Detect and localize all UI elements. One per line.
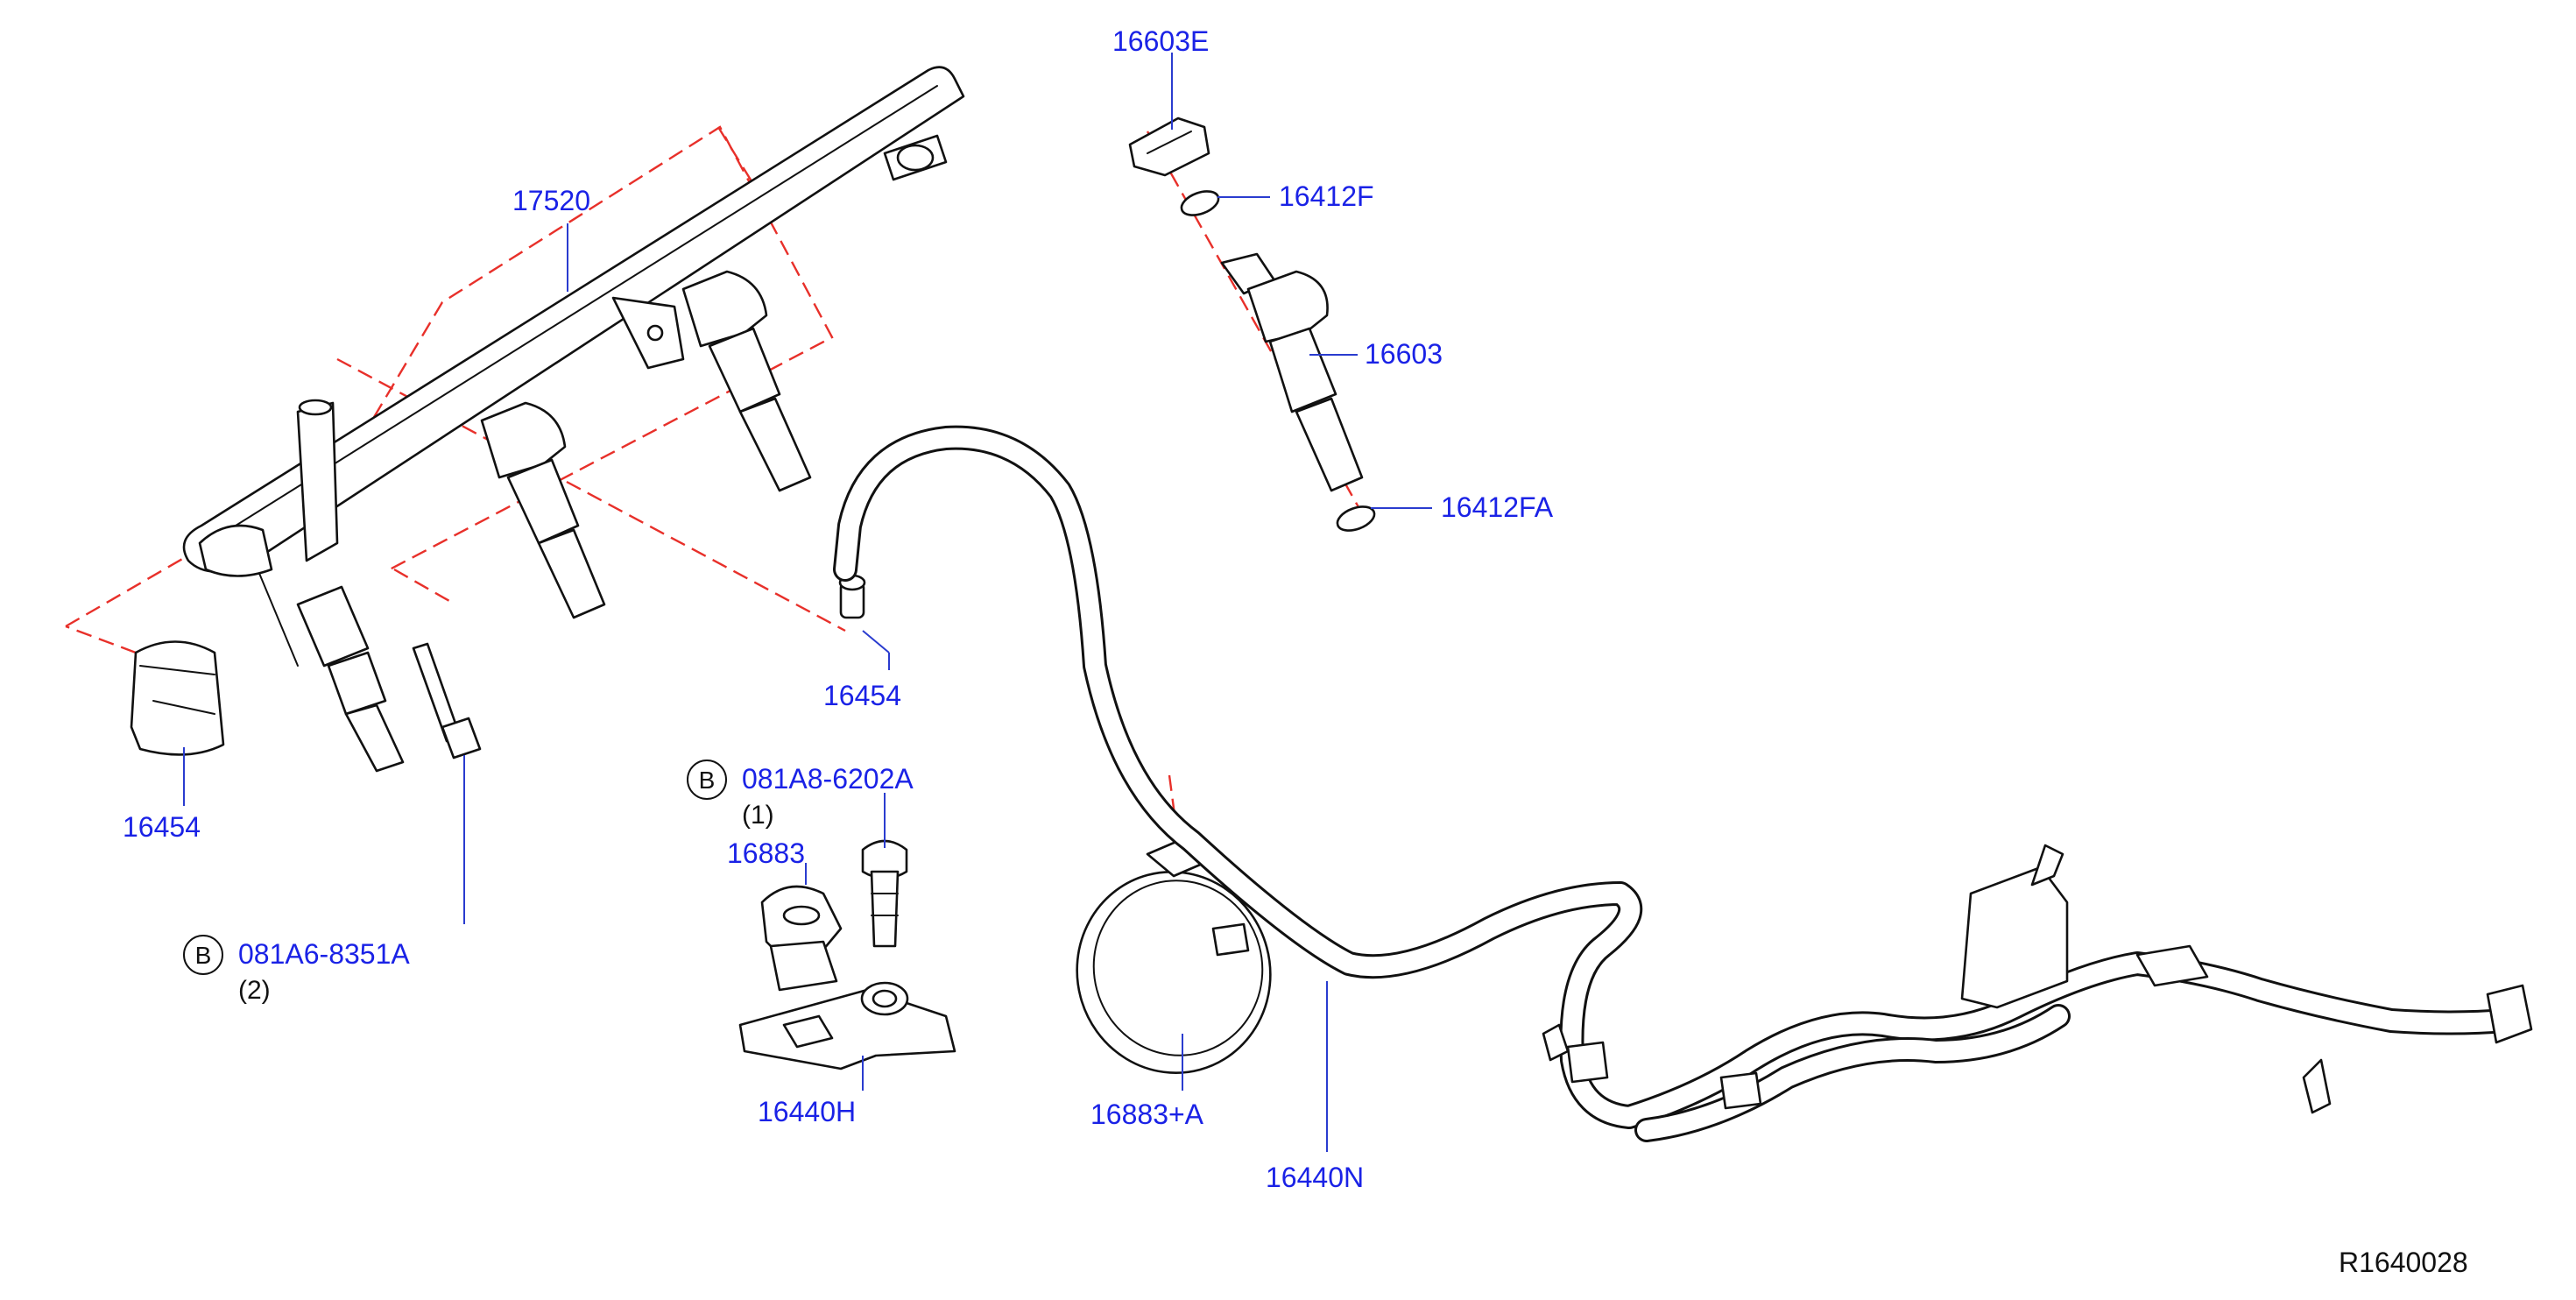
- label-lower-seal: 16412FA: [1441, 491, 1554, 523]
- part-labels: 17520 16603E 16412F 16603 16412FA 16454 …: [123, 25, 2468, 1278]
- small-cap: [838, 574, 866, 619]
- lower-seal: [1336, 505, 1376, 532]
- injector-cover: [130, 640, 225, 756]
- clip: [760, 885, 843, 992]
- badge-circle-mid: [687, 760, 727, 800]
- badge-left: B: [195, 942, 212, 969]
- qty-bolt-left: (2): [238, 976, 271, 1005]
- injector: [1220, 252, 1364, 492]
- label-fuel-rail: 17520: [512, 185, 590, 216]
- label-clip: 16883: [727, 837, 805, 869]
- fuel-hose: [833, 425, 2533, 1142]
- label-bolt-mid: 081A8-6202A: [742, 763, 914, 795]
- label-cover: 16454: [123, 811, 201, 843]
- upper-seal: [1180, 190, 1220, 216]
- label-upper-seal: 16412F: [1279, 180, 1374, 212]
- rail-injector-2: [480, 401, 606, 619]
- label-injector-bracket: 16603E: [1112, 25, 1209, 57]
- hose-clamp: [1076, 839, 1272, 1074]
- label-injector: 16603: [1365, 338, 1443, 370]
- label-bolt-left: 081A6-8351A: [238, 938, 410, 970]
- rail-injector-1: [296, 585, 405, 773]
- bolt-left: [412, 642, 482, 760]
- qty-bolt-mid: (1): [742, 801, 774, 830]
- badge-mid: B: [699, 767, 716, 794]
- label-bracket: 16440H: [758, 1096, 856, 1127]
- reference-code: R1640028: [2339, 1247, 2468, 1278]
- bracket: [738, 981, 956, 1070]
- label-fuel-hose: 16440N: [1266, 1162, 1364, 1193]
- bolt-mid: [861, 839, 908, 948]
- rail-injector-3: [681, 270, 812, 492]
- leader-lines: [183, 53, 1432, 1152]
- label-hose-clamp: 16883+A: [1090, 1099, 1204, 1130]
- injector-bracket: [1128, 117, 1210, 177]
- label-small-cap: 16454: [823, 680, 901, 711]
- fuel-rail: [182, 66, 965, 667]
- badge-circle-left: [183, 935, 223, 975]
